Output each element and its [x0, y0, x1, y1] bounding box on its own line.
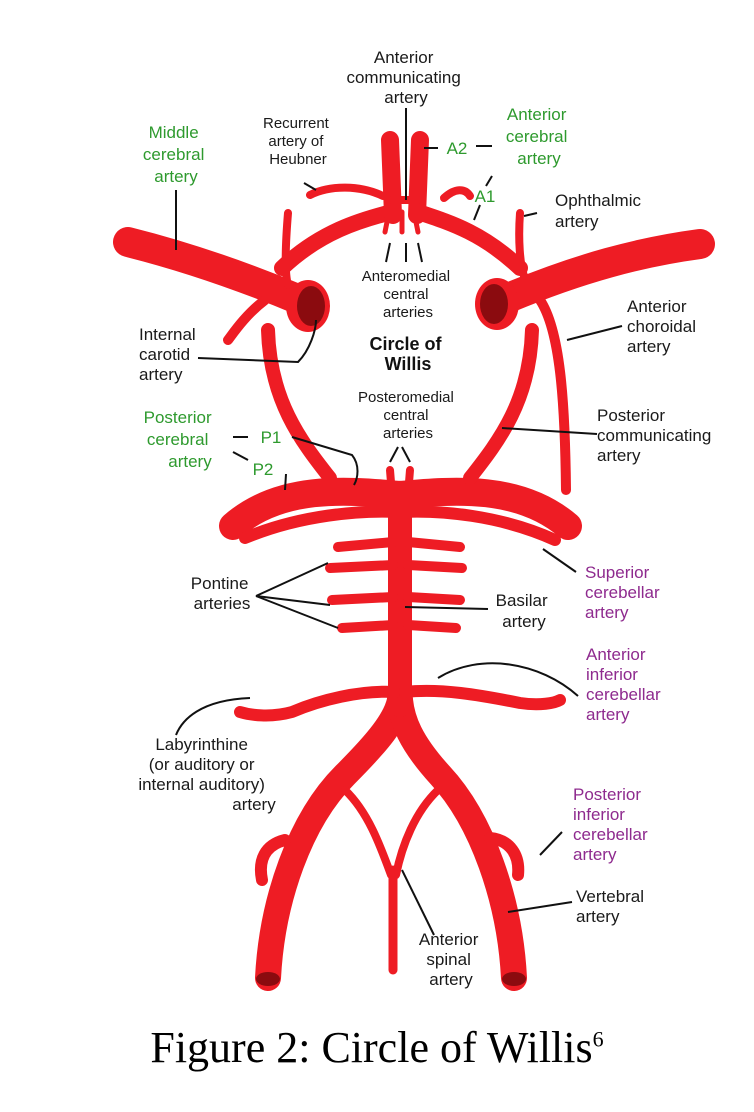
- middle-cerebral-artery-left: [113, 227, 315, 315]
- anterior-choroidal-artery-left: [223, 295, 270, 345]
- label-p1: P1: [261, 428, 282, 447]
- middle-cerebral-artery-right: [493, 229, 715, 313]
- figure-caption-text: Figure 2: Circle of Willis: [150, 1023, 593, 1072]
- anterior-spinal-artery: [341, 786, 442, 879]
- vertebral-artery-left: [255, 687, 413, 991]
- a1-segment-left: [274, 204, 400, 276]
- aica-left: [234, 685, 401, 722]
- aica-right: [399, 684, 566, 711]
- label-pcom: Posterior communicating artery: [597, 406, 716, 465]
- posterior-communicating-artery-left: [261, 323, 337, 485]
- anterior-choroidal-artery-right: [535, 295, 571, 495]
- anteromedial-central-arteries: [382, 209, 421, 235]
- internal-carotid-left-lumen-inner: [297, 286, 325, 326]
- label-mca: Middle cerebral artery: [143, 123, 209, 186]
- leader-lines: [175, 108, 623, 936]
- ophthalmic-artery-left: [281, 209, 292, 289]
- pica-right: [484, 832, 525, 881]
- vertebral-right-lumen: [502, 972, 526, 986]
- superior-cerebellar-artery: [239, 505, 561, 546]
- figure-caption-ref: 6: [592, 1026, 604, 1052]
- arteries: [113, 131, 715, 991]
- label-heubner: Recurrent artery of Heubner: [263, 115, 333, 168]
- label-achoroidal: Anterior choroidal artery: [627, 297, 701, 356]
- labels: Anterior communicating artery Anterior c…: [138, 48, 716, 989]
- label-ica: Internal carotid artery: [139, 325, 200, 384]
- label-p2: P2: [253, 460, 274, 479]
- pontine-artery: [327, 592, 465, 605]
- label-aca: Anterior cerebral artery: [506, 105, 572, 168]
- label-aica: Anterior inferior cerebellar artery: [586, 645, 665, 724]
- label-pica: Posterior inferior cerebellar artery: [573, 785, 652, 864]
- label-a2: A2: [447, 139, 468, 158]
- label-asa: Anterior spinal artery: [419, 930, 483, 989]
- internal-carotid-right-lumen-inner: [480, 284, 508, 324]
- pontine-artery: [333, 537, 465, 552]
- recurrent-artery-of-heubner: [306, 183, 387, 200]
- label-vertebral: Vertebral artery: [576, 887, 649, 926]
- posterior-communicating-artery-right: [463, 323, 539, 485]
- a1-segment-right: [410, 204, 528, 276]
- label-ophthalmic: Ophthalmic artery: [555, 191, 646, 231]
- posteromedial-central-arteries: [386, 466, 414, 499]
- label-sca: Superior cerebellar artery: [585, 563, 664, 622]
- a1-branch: [440, 186, 474, 202]
- label-basilar: Basilar artery: [496, 591, 553, 631]
- label-anteromedial: Anteromedial central arteries: [362, 268, 455, 321]
- diagram-title: Circle of Willis: [369, 334, 446, 374]
- label-pca: Posterior cerebral artery: [144, 408, 217, 471]
- posterior-cerebral-artery: [219, 477, 582, 540]
- pontine-artery: [337, 620, 461, 633]
- figure-caption: Figure 2: Circle of Willis6: [0, 1022, 754, 1073]
- ophthalmic-artery-right: [515, 209, 528, 280]
- label-posteromedial: Posteromedial central arteries: [358, 389, 458, 442]
- pontine-artery: [325, 560, 467, 573]
- label-acom: Anterior communicating artery: [346, 48, 465, 107]
- vertebral-left-lumen: [256, 972, 280, 986]
- label-labyrinthine: Labyrinthine (or auditory or internal au…: [138, 735, 276, 814]
- pica-left: [255, 834, 291, 886]
- vertebral-artery-right: [387, 687, 527, 991]
- label-a1: A1: [475, 187, 496, 206]
- label-pontine: Pontine arteries: [191, 574, 253, 613]
